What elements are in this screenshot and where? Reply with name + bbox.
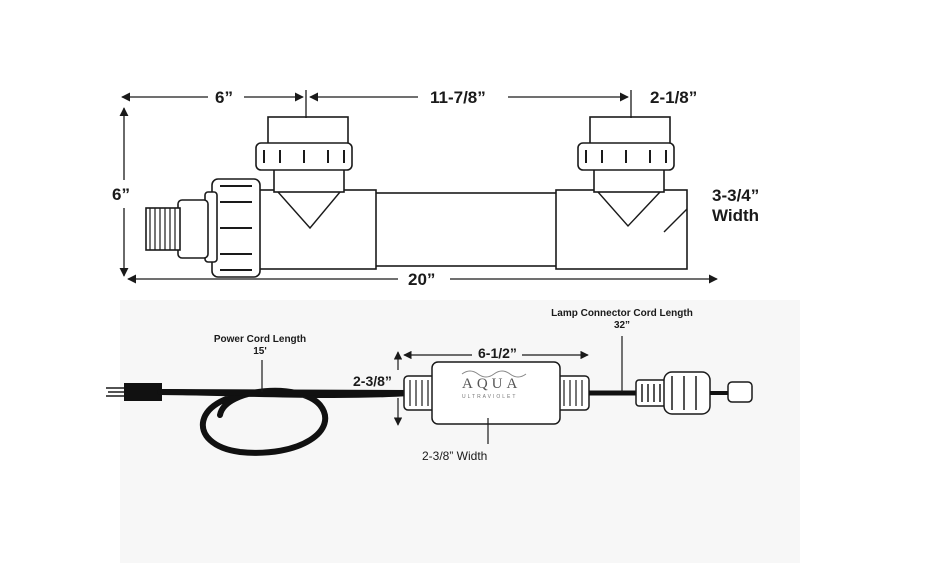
lamp-cord-value: 32” [613, 320, 631, 331]
left-tee-body [257, 189, 377, 270]
width-word: Width [712, 206, 760, 225]
thread-lines [149, 208, 176, 250]
dim-right-outlet: 2-1/8” [650, 88, 698, 107]
lower-background [120, 300, 800, 563]
dim-left-inlet: 6” [215, 88, 233, 107]
ballast-ribs [409, 380, 583, 406]
lamp-cord-title: Lamp Connector Cord Length [551, 308, 693, 319]
ballast-height: 2-3/8” [353, 373, 392, 389]
right-neck [593, 167, 665, 193]
power-cord-straight [159, 389, 411, 396]
dim-height: 6” [112, 185, 130, 204]
logo-wave-icon [461, 370, 527, 378]
nut-grips [220, 150, 667, 271]
connector-grips [641, 376, 697, 410]
dim-center: 11-7/8” [430, 88, 486, 107]
center-tube [374, 192, 558, 267]
left-neck [273, 167, 345, 193]
bottom-dimension-lines [261, 336, 623, 444]
top-dimension-lines [119, 90, 718, 284]
right-tee-body [555, 189, 688, 270]
power-cord-title: Power Cord Length [213, 334, 307, 345]
ballast-logo: AQUA [462, 376, 522, 392]
uv-housing [145, 116, 688, 278]
power-cord-value: 15' [253, 346, 267, 357]
ballast-unit [403, 361, 590, 425]
tee-lines [277, 191, 688, 233]
ballast-width: 2-3/8” Width [422, 449, 488, 463]
inlet-nut [177, 199, 209, 259]
dim-total-length: 20” [408, 270, 436, 289]
ballast-length: 6-1/2” [478, 345, 517, 361]
power-plug [106, 383, 162, 401]
width-value: 3-3/4” [712, 186, 760, 205]
inlet-thread [145, 207, 181, 251]
ballast-logo-sub: ULTRAVIOLET [462, 394, 518, 400]
lamp-connector [635, 371, 753, 415]
